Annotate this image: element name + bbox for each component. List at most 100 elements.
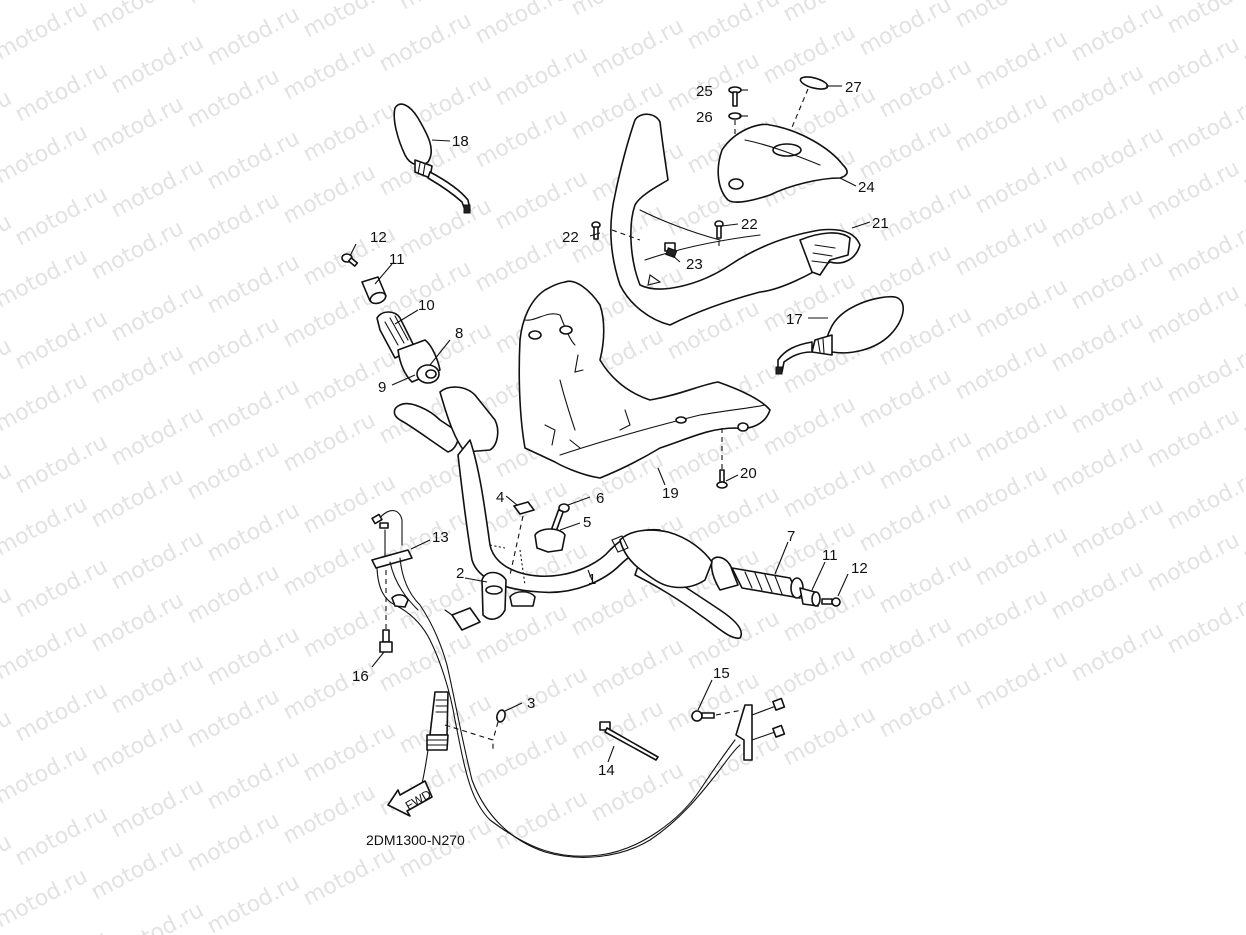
watermark-text: motod.ru <box>87 588 188 657</box>
handlebar-cover-lower-19 <box>518 280 771 479</box>
watermark-text: motod.ru <box>1067 618 1168 687</box>
screw-12-top <box>341 253 359 267</box>
watermark-text: motod.ru <box>759 392 860 461</box>
watermark-text: motod.ru <box>183 188 284 257</box>
watermark-text: motod.ru <box>87 216 188 285</box>
watermark-text: motod.ru <box>0 86 16 155</box>
watermark-text: motod.ru <box>567 0 668 21</box>
watermark-text: motod.ru <box>587 634 688 703</box>
watermark-text: motod.ru <box>1067 370 1168 439</box>
watermark-text: motod.ru <box>971 646 1072 715</box>
watermark-text: motod.ru <box>1067 122 1168 191</box>
watermark-text: motod.ru <box>855 488 956 557</box>
watermark-text: motod.ru <box>11 306 112 375</box>
callout-18: 18 <box>452 133 469 150</box>
watermark-text: motod.ru <box>1047 184 1148 253</box>
watermark-text: motod.ru <box>491 42 592 111</box>
watermark-text: motod.ru <box>1047 0 1148 5</box>
watermark-text: motod.ru <box>11 554 112 623</box>
watermark-text: motod.ru <box>855 0 956 61</box>
watermark-text: motod.ru <box>279 408 380 477</box>
watermark-text: motod.ru <box>875 178 976 247</box>
watermark-text: motod.ru <box>375 8 476 77</box>
throttle-cable-connector <box>419 691 494 791</box>
watermark-text: motod.ru <box>183 436 284 505</box>
holder-upper-5 <box>534 528 566 553</box>
watermark-text: motod.ru <box>299 718 400 787</box>
callout-20: 20 <box>740 465 757 482</box>
callout-3: 3 <box>527 695 535 712</box>
mirror-17 <box>775 295 904 375</box>
watermark-text: motod.ru <box>279 780 380 849</box>
callout-27: 27 <box>845 79 862 96</box>
watermark-text: motod.ru <box>971 398 1072 467</box>
watermark-text: motod.ru <box>1067 0 1168 67</box>
cable-bracket <box>735 697 786 761</box>
watermark-text: motod.ru <box>183 64 284 133</box>
watermark-text: motod.ru <box>683 730 784 799</box>
holder-lower-2 <box>444 571 536 631</box>
bolt-6 <box>550 503 570 532</box>
watermark-text: motod.ru <box>471 724 572 793</box>
watermark-text: motod.ru <box>183 312 284 381</box>
screw-20 <box>716 428 728 489</box>
handlebar-cover-upper-21 <box>610 113 861 326</box>
watermark-text: motod.ru <box>1143 280 1244 349</box>
watermark-text: motod.ru <box>779 702 880 771</box>
watermark-text: motod.ru <box>1239 500 1246 569</box>
watermark-text: motod.ru <box>855 240 956 309</box>
watermark-text: motod.ru <box>203 498 304 567</box>
screw-22b <box>714 220 724 239</box>
watermark-text: motod.ru <box>779 454 880 523</box>
watermark-text: motod.ru <box>971 274 1072 343</box>
watermark-text: motod.ru <box>471 104 572 173</box>
watermark-text: motod.ru <box>951 336 1052 405</box>
watermark-text: motod.ru <box>87 340 188 409</box>
clip-3 <box>492 709 506 741</box>
watermark-text: motod.ru <box>395 194 496 263</box>
watermark-text: motod.ru <box>0 244 92 313</box>
throttle-grip-8-9 <box>397 339 441 384</box>
watermark-text: motod.ru <box>87 836 188 905</box>
watermark-text: motod.ru <box>395 0 496 15</box>
watermark-text: motod.ru <box>11 58 112 127</box>
callout-15: 15 <box>713 665 730 682</box>
watermark-text: motod.ru <box>855 364 956 433</box>
leader-lines <box>349 85 871 763</box>
grip-7 <box>710 556 804 599</box>
callout-23: 23 <box>686 256 703 273</box>
watermark-text: motod.ru <box>1143 32 1244 101</box>
weight-11-right <box>799 587 821 607</box>
callout-19: 19 <box>662 485 679 502</box>
watermark-text: motod.ru <box>759 640 860 709</box>
watermark-text: motod.ru <box>0 458 16 527</box>
watermark-text: motod.ru <box>683 0 784 55</box>
watermark-text: motod.ru <box>11 182 112 251</box>
callout-25: 25 <box>696 83 713 100</box>
watermark-text: motod.ru <box>1047 432 1148 501</box>
watermark-text: motod.ru <box>87 712 188 781</box>
watermark-text: motod.ru <box>0 120 92 189</box>
watermark-text: motod.ru <box>1163 0 1246 39</box>
watermark-text: motod.ru <box>779 0 880 27</box>
watermark-text: motod.ru <box>395 566 496 635</box>
watermark-text: motod.ru <box>1047 556 1148 625</box>
watermark-text: motod.ru <box>0 740 92 809</box>
watermark-text: motod.ru <box>1163 466 1246 535</box>
watermark-text: motod.ru <box>0 864 92 933</box>
callout-4: 4 <box>496 489 504 506</box>
watermark-text: motod.ru <box>0 0 72 3</box>
watermark-text: motod.ru <box>183 560 284 629</box>
brake-lever-left <box>611 529 742 639</box>
watermark-text: motod.ru <box>395 814 496 883</box>
watermark-text: motod.ru <box>375 628 476 697</box>
watermark-text: motod.ru <box>279 36 380 105</box>
watermark-text: motod.ru <box>1239 128 1246 197</box>
callout-8: 8 <box>455 325 463 342</box>
watermark-text: motod.ru <box>299 842 400 911</box>
watermark-text: motod.ru <box>203 870 304 935</box>
watermark-text: motod.ru <box>107 650 208 719</box>
watermark-text: motod.ru <box>203 126 304 195</box>
weight-11-top <box>361 276 387 305</box>
